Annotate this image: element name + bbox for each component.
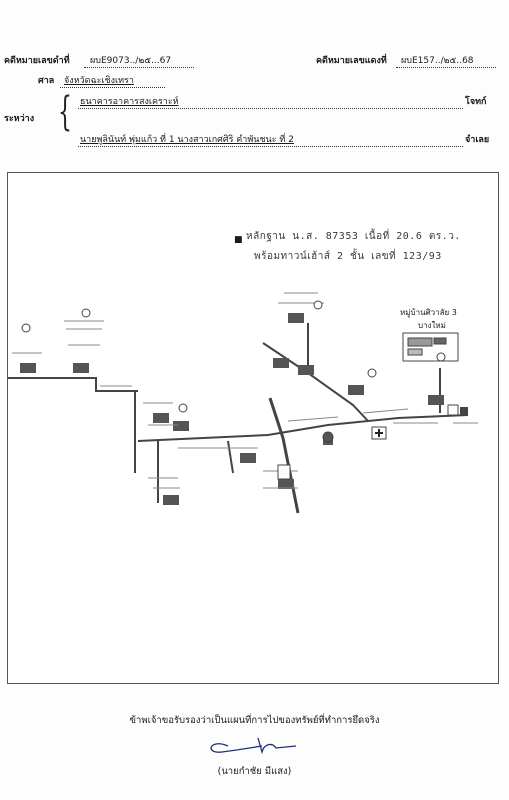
plaintiff-dotline: [78, 108, 463, 109]
defendant-name: นายพูลินันท์ พุ่มแก้ว ที่ 1 นางสาวเกศศิร…: [80, 135, 294, 145]
house-icon: [153, 413, 169, 423]
court-dotline: [60, 87, 165, 88]
landmark-box: [447, 404, 459, 416]
defendant-dotline: [78, 146, 463, 147]
village-label-1: หมู่บ้านศิวาลัย 3: [400, 308, 457, 317]
road-west: [8, 377, 138, 392]
house-icon: [163, 495, 179, 505]
village-block-shade: [407, 337, 433, 347]
location-map: ■ หลักฐาน น.ส. 87353 เนื้อที่ 20.6 ตร.ว.…: [7, 172, 499, 684]
court-value: จังหวัดฉะเชิงเทรา: [64, 76, 134, 86]
road-south-2: [227, 440, 234, 474]
road-diagonal-north: [262, 342, 369, 422]
house-icon: [73, 363, 89, 373]
road-south-diagonal: [268, 397, 300, 514]
house-icon: [173, 421, 189, 431]
landmark-box-dark: [460, 407, 468, 415]
house-icon: [298, 365, 314, 375]
house-icon: [240, 453, 256, 463]
black-case-dotline: [84, 67, 194, 68]
signer-name: (นายกำชัย มีแสง): [217, 766, 292, 777]
house-icons: [20, 313, 444, 505]
certification-text: ข้าพเจ้าขอรับรองว่าเป็นแผนที่การไปของทรั…: [129, 715, 380, 726]
court-label: ศาล: [38, 76, 55, 86]
house-icon: [278, 479, 294, 489]
village-block-dark: [433, 337, 447, 345]
village-block: [402, 332, 459, 362]
defendant-role: จำเลย: [465, 135, 490, 145]
signature: [200, 734, 300, 762]
village-block-shade-2: [407, 348, 423, 356]
handwritten-title-2: พร้อมทาวน์เฮ้าส์ 2 ชั้น เลขที่ 123/93: [254, 251, 442, 262]
map-drawing: [8, 292, 478, 514]
red-case-dotline: [396, 67, 496, 68]
black-case-label: คดีหมายเลขดำที่: [4, 56, 70, 66]
bullet-marker: ■: [234, 235, 243, 245]
between-label: ระหว่าง: [4, 114, 35, 124]
plaintiff-role: โจทก์: [465, 97, 487, 107]
landmark-building: [277, 464, 291, 480]
signature-mark: [210, 737, 297, 755]
road-main-east: [137, 414, 469, 442]
black-case-value: ผบE9073../๒๕...67: [90, 56, 172, 66]
village-label-2: บางใหม่: [418, 321, 446, 330]
red-case-value: ผบE157../๒๕..68: [401, 56, 474, 66]
house-icon: [20, 363, 36, 373]
hospital-icon: [371, 426, 387, 440]
plaintiff-name: ธนาคารอาคารสงเคราะห์: [80, 97, 179, 107]
brace-glyph: {: [58, 89, 72, 135]
house-icon: [273, 358, 289, 368]
marker-circles: [21, 300, 446, 443]
house-icon: [428, 395, 444, 405]
red-case-label: คดีหมายเลขแดงที่: [316, 56, 387, 66]
house-icon: [288, 313, 304, 323]
handwritten-title-1: หลักฐาน น.ส. 87353 เนื้อที่ 20.6 ตร.ว.: [246, 231, 461, 242]
house-icon: [348, 385, 364, 395]
